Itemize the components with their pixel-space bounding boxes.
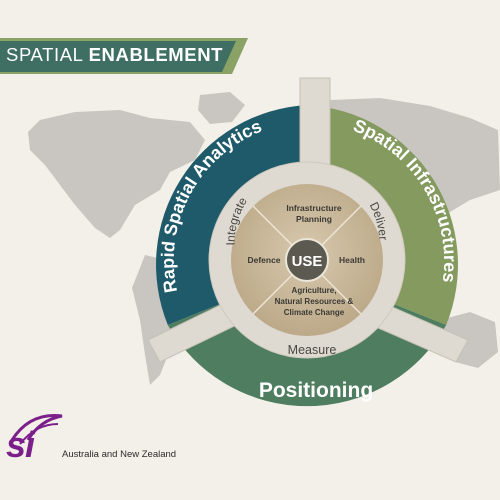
banner-title: SPATIAL ENABLEMENT [6,44,223,66]
label-health: Health [339,255,365,265]
banner [0,38,248,74]
label-measure: Measure [288,343,337,357]
north-america-shape [28,110,205,238]
label-defence: Defence [247,255,280,265]
banner-title-bold: ENABLEMENT [88,44,224,65]
label-infrastructure-planning-1: Infrastructure [286,203,342,213]
label-use: USE [292,253,323,270]
si-logo [10,414,63,445]
logo-tagline: Australia and New Zealand [62,449,177,460]
banner-title-light: SPATIAL [6,44,89,65]
label-agriculture-1: Agriculture, [292,286,337,295]
use-hub[interactable] [285,238,329,282]
greenland-shape [198,92,245,124]
label-positioning: Positioning [259,379,373,402]
label-agriculture-2: Natural Resources & [275,297,354,306]
label-agriculture-3: Climate Change [284,308,345,317]
banner-band [0,41,236,72]
logo-swoosh-inner [19,423,59,445]
label-infrastructure-planning-2: Planning [296,214,332,224]
logo-mark: si [6,424,35,465]
